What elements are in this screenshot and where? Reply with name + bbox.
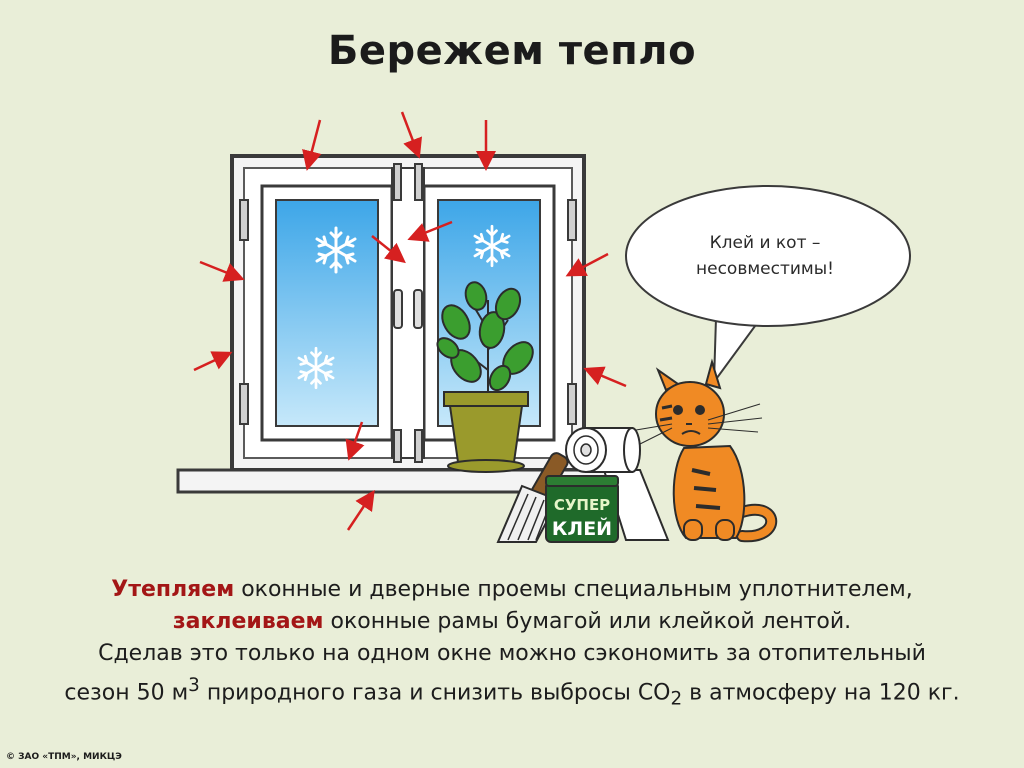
body-line-2-rest: оконные рамы бумагой или клейкой лентой. xyxy=(323,609,852,634)
body-text: Утепляем оконные и дверные проемы специа… xyxy=(30,574,994,716)
body-line-2: заклеиваем оконные рамы бумагой или клей… xyxy=(30,606,994,638)
bubble-line-2: несовместимы! xyxy=(696,259,834,279)
body-line-4-part: природного газа и снизить выбросы СО xyxy=(199,680,671,706)
body-line-3: Сделав это только на одном окне можно сэ… xyxy=(98,641,926,666)
arrow-icon xyxy=(193,111,627,531)
plant-illustration xyxy=(436,281,534,473)
tape-roll-illustration xyxy=(565,427,670,541)
subscript: 2 xyxy=(670,688,683,710)
bubble-line-1: Клей и кот – xyxy=(709,233,821,253)
glue-label-top: СУПЕР xyxy=(554,496,610,514)
body-line-1-rest: оконные и дверные проемы специальным упл… xyxy=(234,577,913,602)
page-title: Бережем тепло xyxy=(327,28,697,74)
body-line-4-part: сезон 50 м xyxy=(64,680,189,706)
copyright: © ЗАО «ТПМ», МИКЦЭ xyxy=(6,752,122,762)
speech-bubble-text: Клей и кот – несовместимы! xyxy=(660,230,870,282)
superscript: 3 xyxy=(188,675,200,696)
cat-illustration xyxy=(635,358,778,543)
speech-bubble xyxy=(625,185,911,386)
glue-label-bottom: КЛЕЙ xyxy=(552,517,612,540)
body-line-1: Утепляем оконные и дверные проемы специа… xyxy=(30,574,994,606)
highlight-word: заклеиваем xyxy=(172,609,324,634)
body-line-4: сезон 50 м3 природного газа и снизить вы… xyxy=(30,670,994,716)
glue-jar-illustration: СУПЕР КЛЕЙ xyxy=(545,475,619,543)
highlight-word: Утепляем xyxy=(111,577,235,602)
window-illustration xyxy=(176,154,634,494)
body-line-4-part: в атмосферу на 120 кг. xyxy=(682,680,960,706)
